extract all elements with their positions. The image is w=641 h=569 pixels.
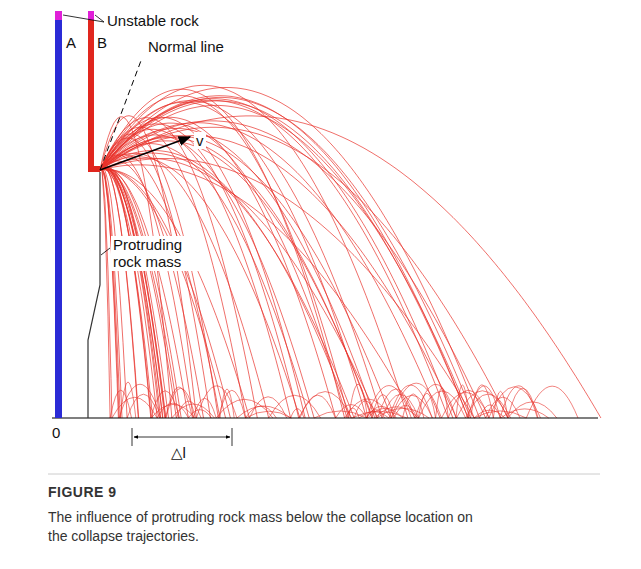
leader-line <box>101 248 110 255</box>
origin-label: 0 <box>52 424 60 441</box>
velocity-arrow <box>100 137 190 170</box>
trajectory <box>100 168 127 418</box>
trajectory <box>100 168 169 418</box>
trajectory <box>100 155 193 418</box>
trajectory <box>246 411 292 418</box>
trajectory <box>100 170 250 419</box>
slope-a <box>55 20 62 418</box>
trajectory <box>100 144 309 419</box>
velocity-label: v <box>194 132 206 149</box>
trajectory <box>100 117 336 418</box>
figure-number: FIGURE 9 <box>48 484 117 500</box>
trajectory <box>100 100 448 418</box>
dimension-line <box>134 437 230 438</box>
trajectory <box>471 385 494 418</box>
dimension-tick <box>232 428 233 446</box>
trajectory <box>100 168 161 418</box>
slope-b <box>88 20 94 172</box>
trajectory <box>100 168 122 418</box>
trajectory <box>100 167 139 418</box>
trajectory <box>220 389 234 418</box>
trajectory <box>100 89 345 418</box>
collapse-ledge <box>88 166 100 172</box>
trajectory <box>372 395 394 418</box>
figure-caption: The influence of protruding rock mass be… <box>48 508 478 546</box>
trajectory <box>100 102 366 418</box>
distance-label: △l <box>169 444 188 461</box>
trajectory <box>508 388 538 418</box>
leader-line <box>95 15 104 22</box>
trajectory <box>479 405 500 418</box>
collapse-trajectories <box>100 85 601 418</box>
trajectory <box>100 124 299 418</box>
trajectory <box>100 136 457 418</box>
trajectory <box>100 127 508 418</box>
unstable-rock-a <box>55 11 62 20</box>
trajectory <box>345 399 391 418</box>
trajectory <box>100 101 468 418</box>
trajectory <box>418 393 435 418</box>
protruding-rock-outline <box>88 172 100 418</box>
leader-line <box>63 15 104 22</box>
trajectory <box>100 127 246 418</box>
trajectory <box>394 405 417 418</box>
trajectory <box>100 136 392 418</box>
trajectory <box>100 96 468 418</box>
trajectory <box>100 88 479 419</box>
trajectory <box>489 387 541 418</box>
rock-label: Protruding rock mass <box>111 236 201 271</box>
trajectory <box>100 116 601 418</box>
trajectory <box>508 402 557 418</box>
trajectory <box>100 157 300 418</box>
dimension-tick <box>132 428 133 446</box>
trajectory <box>216 399 273 418</box>
trajectory <box>493 391 507 418</box>
trajectory <box>382 394 419 418</box>
trajectory <box>100 161 204 418</box>
trajectory <box>193 398 216 418</box>
trajectory <box>100 101 382 418</box>
normal-label: Normal line <box>146 38 226 55</box>
rock-label: Unstable rock <box>107 12 199 29</box>
trajectory <box>100 138 372 419</box>
trajectory <box>100 167 118 418</box>
ground-line <box>52 417 598 418</box>
caption-rule <box>48 474 600 475</box>
trajectory <box>120 382 136 418</box>
trajectory <box>100 167 165 418</box>
trajectory <box>468 386 500 418</box>
trajectory <box>100 169 166 418</box>
trajectory <box>347 408 359 418</box>
slope-label: B <box>97 34 107 51</box>
trajectory <box>100 153 269 418</box>
trajectory <box>419 391 466 418</box>
trajectory <box>100 99 453 418</box>
trajectory <box>100 118 257 418</box>
unstable-rock-b <box>88 11 94 20</box>
trajectory <box>100 168 181 418</box>
trajectory <box>100 135 314 418</box>
trajectory <box>100 138 211 418</box>
trajectory <box>100 121 486 418</box>
trajectory <box>100 170 112 418</box>
trajectory <box>100 129 291 418</box>
slope-label: A <box>66 34 76 51</box>
trajectory <box>100 123 347 418</box>
trajectory <box>100 167 151 418</box>
trajectory <box>100 169 119 418</box>
normal-line <box>100 58 142 170</box>
trajectory <box>100 105 471 418</box>
trajectory <box>100 165 415 418</box>
trajectory <box>112 397 157 418</box>
